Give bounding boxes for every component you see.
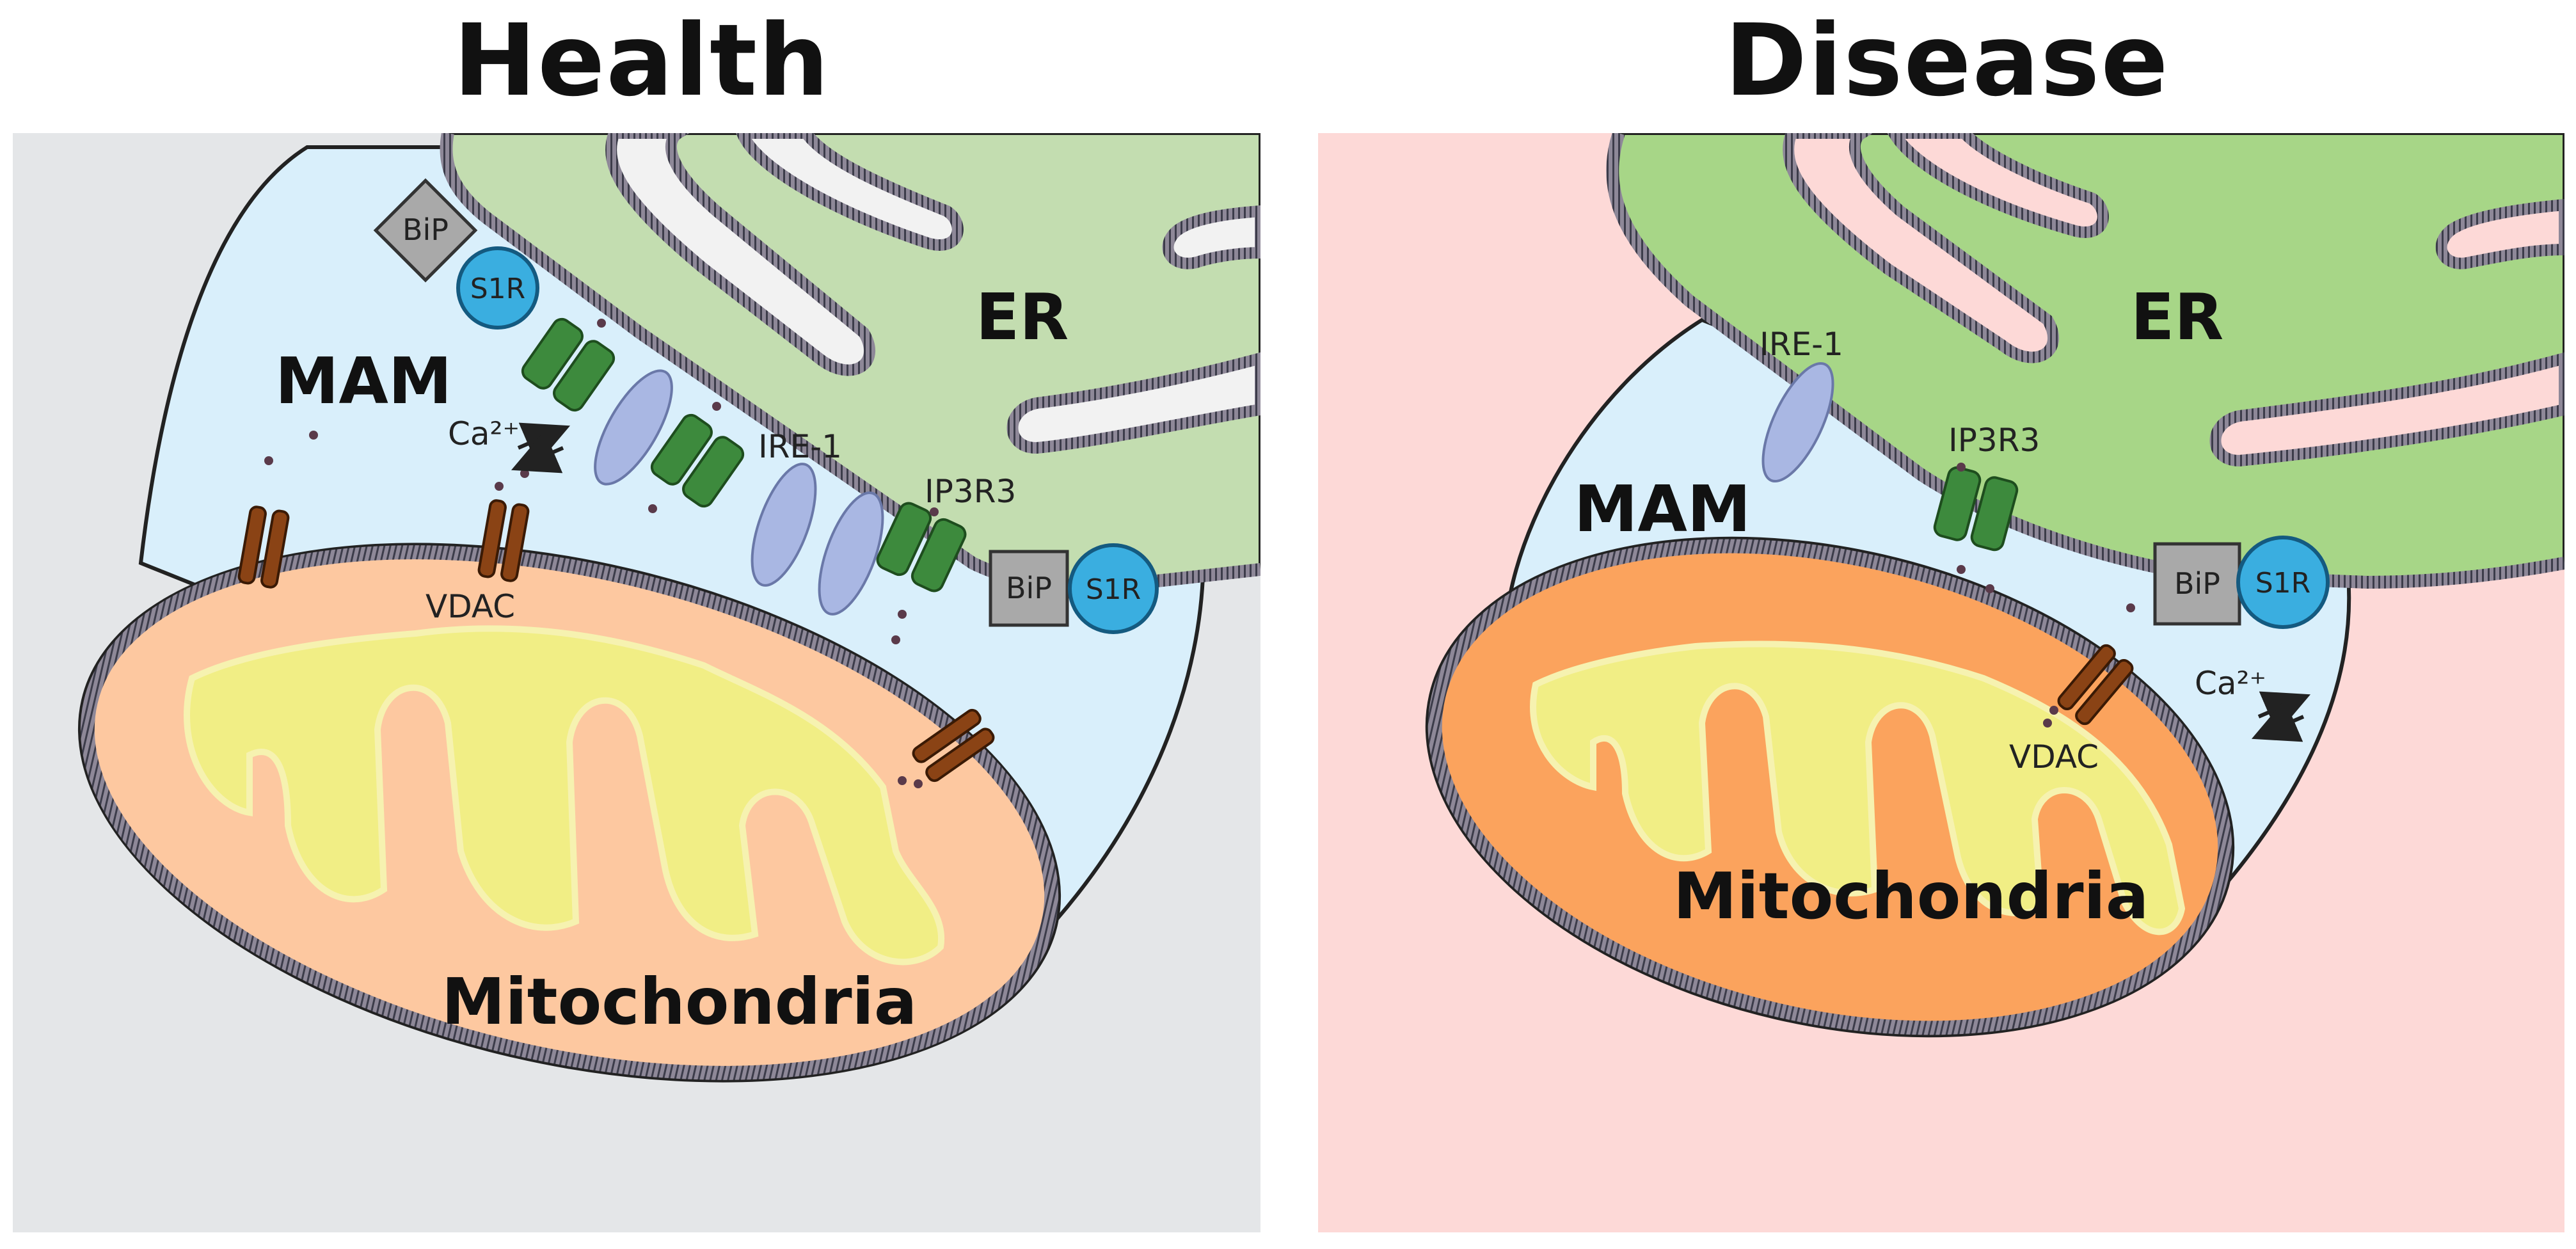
er-fold bbox=[1783, 133, 2060, 363]
er-fold bbox=[605, 133, 876, 376]
ip3r3-channel bbox=[876, 502, 967, 593]
ip3r3-channel bbox=[521, 317, 616, 412]
er-fold bbox=[1162, 205, 1260, 269]
bip-box bbox=[989, 550, 1069, 627]
ip3r3-label: IP3R3 bbox=[1948, 422, 2040, 459]
s1r-label: S1R bbox=[1086, 573, 1141, 606]
mam-label: MAM bbox=[1574, 472, 1751, 546]
ire1-protein bbox=[818, 491, 884, 616]
health-panel-title: Health bbox=[453, 3, 831, 118]
s1r-label: S1R bbox=[2255, 567, 2311, 600]
er-fold bbox=[1887, 133, 2109, 238]
vdac-channel bbox=[237, 505, 290, 589]
er bbox=[1606, 133, 2564, 589]
ip3r3-label: IP3R3 bbox=[925, 473, 1016, 510]
er-fold bbox=[1006, 352, 1260, 454]
er-fold bbox=[2435, 198, 2564, 269]
disease-panel: BiP S1R MAM ER Mitochondria Ca²⁺ IRE-1 I… bbox=[1318, 133, 2564, 1232]
calcium-label: Ca²⁺ bbox=[2195, 665, 2266, 702]
s1r-circle bbox=[1068, 543, 1159, 634]
vdac-channel bbox=[912, 708, 995, 783]
bip-label: BiP bbox=[402, 212, 449, 247]
calcium-exchange-arrows bbox=[511, 422, 571, 473]
s1r-circle bbox=[2236, 536, 2330, 629]
mito-cristae bbox=[1530, 640, 2186, 935]
calcium-label: Ca²⁺ bbox=[448, 415, 520, 452]
mito-cristae bbox=[184, 625, 945, 966]
calcium-ions bbox=[1957, 463, 2135, 728]
vdac-channel bbox=[2057, 644, 2134, 726]
bip-label: BiP bbox=[1006, 571, 1052, 605]
ire1-protein bbox=[594, 369, 673, 486]
ire1-protein bbox=[751, 463, 817, 587]
bip-label: BiP bbox=[2174, 566, 2220, 601]
ire1-label: IRE-1 bbox=[1760, 326, 1843, 363]
ire1-protein bbox=[1761, 362, 1834, 483]
ip3r3-channel bbox=[1933, 466, 2019, 552]
vdac-label: VDAC bbox=[2009, 738, 2099, 776]
mitochondria-label: Mitochondria bbox=[441, 964, 917, 1039]
health-panel: BiP S1R BiP S1R MAM ER Mitochondria Ca²⁺… bbox=[13, 133, 1260, 1232]
ire1-label: IRE-1 bbox=[758, 428, 842, 465]
disease-panel-title: Disease bbox=[1724, 3, 2170, 118]
er-label: ER bbox=[2131, 280, 2223, 354]
mam-label: MAM bbox=[275, 344, 452, 418]
s1r-circle bbox=[456, 246, 539, 330]
bip-box bbox=[2153, 542, 2241, 626]
er-label: ER bbox=[976, 280, 1069, 354]
er-fold bbox=[736, 133, 964, 251]
mito-membrane bbox=[1427, 539, 2232, 1035]
ip3r3-channel bbox=[650, 413, 745, 508]
er-membrane bbox=[1606, 133, 2564, 589]
er-fold bbox=[2209, 352, 2564, 467]
calcium-exchange-arrows bbox=[2251, 691, 2311, 742]
bip-box bbox=[373, 178, 478, 283]
vdac-channel bbox=[477, 499, 530, 582]
s1r-label: S1R bbox=[470, 273, 526, 305]
mitochondria bbox=[1425, 536, 2235, 1038]
mitochondria-label: Mitochondria bbox=[1673, 859, 2149, 934]
mitochondria bbox=[77, 543, 1061, 1083]
mito-membrane bbox=[80, 545, 1059, 1080]
vdac-label: VDAC bbox=[425, 588, 515, 625]
